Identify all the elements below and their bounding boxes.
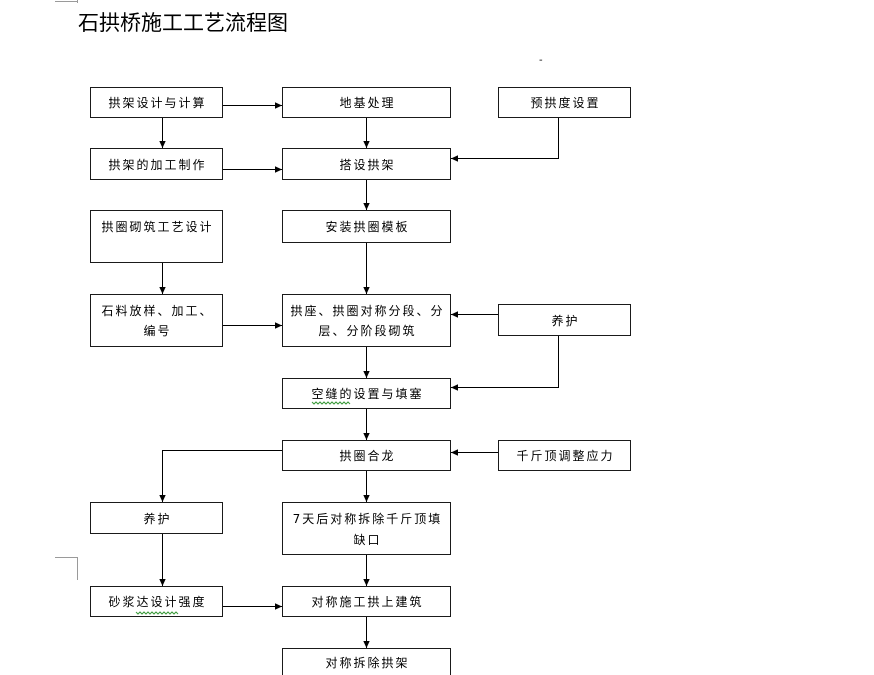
node-arch-centering-design[interactable]: 拱架设计与计算: [90, 87, 223, 118]
node-label: 预拱度设置: [530, 96, 601, 110]
node-label: 对称施工拱上建筑: [311, 595, 424, 609]
node-label: 地基处理: [339, 96, 396, 110]
node-label: 搭设拱架: [339, 157, 396, 172]
node-label: 拱架的加工制作: [108, 157, 207, 172]
node-label: 对称拆除拱架: [325, 655, 410, 670]
arrow-camber-to-erect-centering: [451, 118, 559, 162]
node-mortar-design-strength[interactable]: 砂浆达设计强度: [90, 586, 223, 617]
document-title: 石拱桥施工工艺流程图: [78, 11, 288, 35]
node-jack-stress-adjust[interactable]: 千斤顶调整应力: [498, 440, 631, 471]
node-spandrel-construction[interactable]: 对称施工拱上建筑: [282, 586, 451, 617]
node-label-line-2: 缺口: [353, 533, 382, 547]
node-arch-centering-fabrication[interactable]: 拱架的加工制作: [90, 148, 223, 180]
arrow-curing-right-to-joint-filling: [451, 336, 559, 391]
node-label-line-2: 编号: [143, 324, 172, 338]
page-corner-mark-bottom: [55, 557, 78, 580]
node-foundation-treatment[interactable]: 地基处理: [282, 87, 451, 118]
node-label: 拱架设计与计算: [108, 96, 207, 110]
node-label: 安装拱圈模板: [325, 220, 410, 234]
node-arch-closure[interactable]: 拱圈合龙: [282, 440, 451, 471]
node-label-line-1: 7天后对称拆除千斤顶填: [292, 512, 443, 526]
node-arch-masonry-sequence[interactable]: 拱座、拱圈对称分段、分 层、分阶段砌筑: [282, 294, 451, 347]
node-joint-setting-filling[interactable]: 空缝的设置与填塞: [282, 378, 451, 409]
page-corner-mark-top: [55, 0, 78, 3]
node-install-arch-formwork[interactable]: 安装拱圈模板: [282, 210, 451, 243]
node-remove-centering[interactable]: 对称拆除拱架: [282, 648, 451, 675]
node-curing-left[interactable]: 养护: [90, 502, 223, 534]
node-label: 砂浆达设计强度: [108, 595, 207, 609]
node-label: 拱圈砌筑工艺设计: [101, 220, 214, 234]
node-label: 养护: [143, 511, 172, 526]
node-label: 空缝的设置与填塞: [311, 387, 424, 401]
node-label: 千斤顶调整应力: [516, 449, 615, 463]
node-arch-ring-masonry-design[interactable]: 拱圈砌筑工艺设计: [90, 210, 223, 263]
node-stone-layout-processing[interactable]: 石料放样、加工、 编号: [90, 294, 223, 347]
node-label-line-1: 石料放样、加工、: [101, 304, 214, 318]
arrow-closure-to-curing-left: [159, 450, 282, 502]
node-curing-right[interactable]: 养护: [498, 304, 631, 336]
node-label-line-2: 层、分阶段砌筑: [318, 324, 417, 338]
node-camber-setting[interactable]: 预拱度设置: [498, 87, 631, 118]
stray-dash-mark: -: [539, 55, 543, 66]
node-jack-removal-fill-gap[interactable]: 7天后对称拆除千斤顶填 缺口: [282, 502, 451, 555]
node-label: 拱圈合龙: [339, 449, 396, 463]
node-label-line-1: 拱座、拱圈对称分段、分: [290, 304, 445, 318]
node-erect-centering[interactable]: 搭设拱架: [282, 148, 451, 180]
node-label: 养护: [551, 313, 580, 328]
